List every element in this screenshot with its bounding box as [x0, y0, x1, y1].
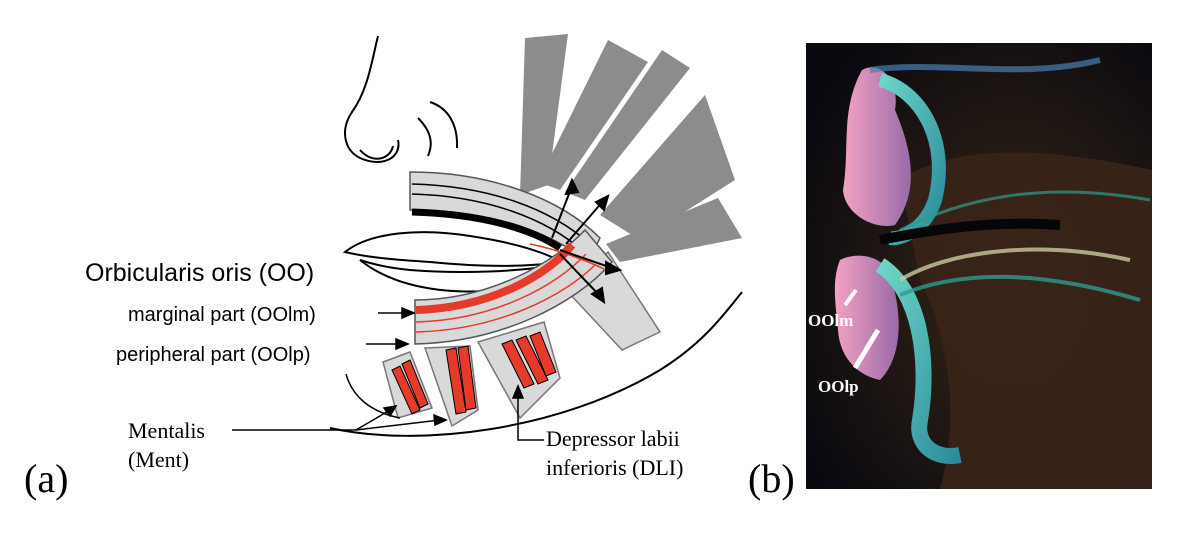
label-ment: (Ment)	[128, 447, 189, 472]
mri-marker-oolm	[843, 288, 858, 307]
label-mentalis: Mentalis	[128, 418, 205, 443]
upper-lip-levator-muscles	[520, 34, 742, 262]
mri-image: OOlm OOlp	[806, 43, 1152, 489]
label-orbicularis-oris: Orbicularis oris (OO)	[85, 259, 314, 287]
panel-b-tag: (b)	[748, 456, 795, 501]
label-inferioris-dli: inferioris (DLI)	[546, 455, 683, 480]
panel-a-tag: (a)	[24, 456, 68, 501]
label-depressor-labii: Depressor labii	[546, 426, 680, 451]
label-marginal-part: marginal part (OOlm)	[128, 304, 316, 326]
face-outline	[329, 35, 743, 437]
lower-muscle-fibres	[391, 331, 557, 415]
muscle-pull-arrows	[551, 177, 623, 305]
mri-marker-oolp	[852, 328, 881, 370]
panel-a-illustration: Orbicularis oris (OO) marginal part (OOl…	[24, 34, 743, 501]
panel-b-mri: (b) OOlm OOlp	[748, 43, 1152, 501]
mri-label-oolp: OOlp	[818, 377, 859, 396]
label-peripheral-part: peripheral part (OOlp)	[116, 344, 311, 366]
label-leaders	[232, 306, 544, 441]
mri-label-oolm: OOlm	[808, 311, 853, 330]
